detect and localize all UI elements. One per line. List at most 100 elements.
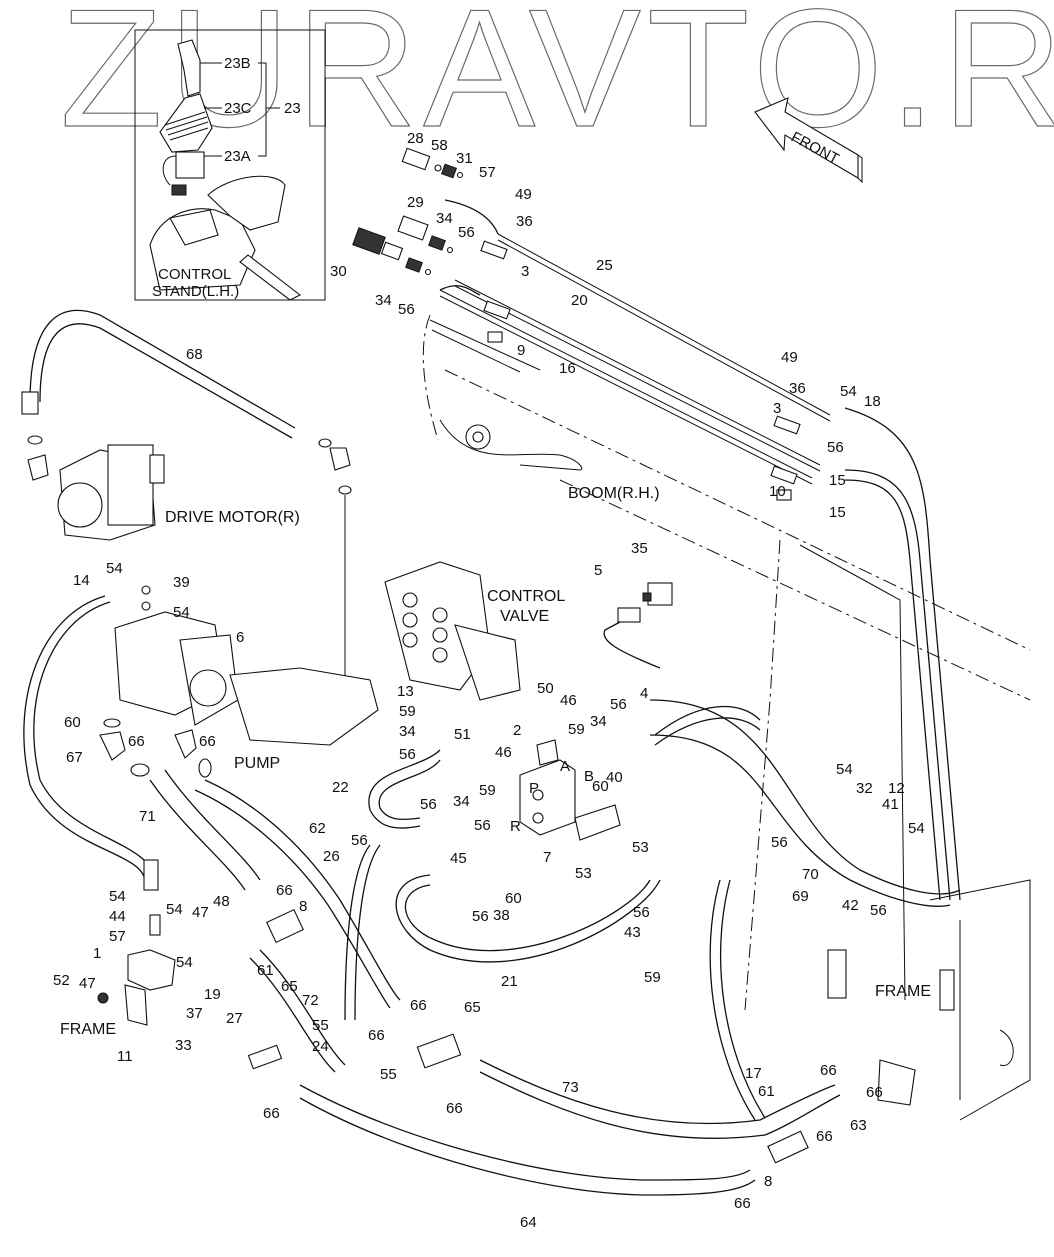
callout-29: 29 xyxy=(407,194,424,211)
callout-35: 35 xyxy=(631,540,648,557)
callout-22: 22 xyxy=(332,779,349,796)
frame-outline: FRAME xyxy=(744,539,1031,1121)
callout-54: 54 xyxy=(109,888,126,905)
joystick-icon xyxy=(159,39,213,196)
pump-label: PUMP xyxy=(234,755,280,772)
callout-56: 56 xyxy=(420,796,437,813)
callout-70: 70 xyxy=(802,866,819,883)
callout-6: 6 xyxy=(236,629,244,646)
callout-66: 66 xyxy=(263,1105,280,1122)
boom-label: BOOM(R.H.) xyxy=(568,485,660,502)
callout-66: 66 xyxy=(446,1100,463,1117)
control-stand-label-line2: STAND(L.H.) xyxy=(152,283,239,300)
callout-50: 50 xyxy=(537,680,554,697)
callout-3: 3 xyxy=(521,263,529,280)
callout-41: 41 xyxy=(882,796,899,813)
control-valve-assembly: CONTROL VALVE xyxy=(384,561,565,701)
callout-38: 38 xyxy=(493,907,510,924)
callout-54: 54 xyxy=(836,761,853,778)
callout-12: 12 xyxy=(888,780,905,797)
drive-motor-label: DRIVE MOTOR(R) xyxy=(165,509,300,526)
callout-7: 7 xyxy=(543,849,551,866)
callout-54: 54 xyxy=(166,901,183,918)
callout-34: 34 xyxy=(399,723,416,740)
callout-60: 60 xyxy=(505,890,522,907)
callout-36: 36 xyxy=(516,213,533,230)
callout-56: 56 xyxy=(827,439,844,456)
callout-66: 66 xyxy=(128,733,145,750)
callout-37: 37 xyxy=(186,1005,203,1022)
pump-assembly: PUMP xyxy=(23,585,379,891)
callout-52: 52 xyxy=(53,972,70,989)
callout-23b: 23B xyxy=(224,55,251,72)
callout-23c: 23C xyxy=(224,100,252,117)
port-label-b: B xyxy=(584,768,594,785)
callout-66: 66 xyxy=(368,1027,385,1044)
callout-8: 8 xyxy=(764,1173,772,1190)
callout-63: 63 xyxy=(850,1117,867,1134)
callout-62: 62 xyxy=(309,820,326,837)
callout-46: 46 xyxy=(560,692,577,709)
callout-57: 57 xyxy=(109,928,126,945)
callout-32: 32 xyxy=(856,780,873,797)
callout-20: 20 xyxy=(571,292,588,309)
callout-66: 66 xyxy=(199,733,216,750)
callout-4: 4 xyxy=(640,685,648,702)
callout-72: 72 xyxy=(302,992,319,1009)
boom-tubes xyxy=(439,199,831,485)
callout-66: 66 xyxy=(276,882,293,899)
callout-25: 25 xyxy=(596,257,613,274)
callout-61: 61 xyxy=(758,1083,775,1100)
callout-9: 9 xyxy=(517,342,525,359)
callout-28: 28 xyxy=(407,130,424,147)
port-label-a: A xyxy=(560,758,570,775)
callout-53: 53 xyxy=(575,865,592,882)
callout-55: 55 xyxy=(380,1066,397,1083)
manifold-block: A P B R xyxy=(510,705,761,841)
callout-57: 57 xyxy=(479,164,496,181)
callout-60: 60 xyxy=(592,778,609,795)
callout-66: 66 xyxy=(734,1195,751,1212)
callout-66: 66 xyxy=(866,1084,883,1101)
callout-61: 61 xyxy=(257,962,274,979)
callout-66: 66 xyxy=(410,997,427,1014)
electrical-parts xyxy=(603,582,673,669)
bottom-left-block: FRAME xyxy=(60,914,176,1038)
callout-65: 65 xyxy=(281,978,298,995)
callout-54: 54 xyxy=(176,954,193,971)
callout-54: 54 xyxy=(106,560,123,577)
callout-42: 42 xyxy=(842,897,859,914)
callout-56: 56 xyxy=(610,696,627,713)
watermark: ZURAVTO.RU xyxy=(59,0,1054,163)
frame-label-left: FRAME xyxy=(60,1021,116,1038)
callout-23: 23 xyxy=(284,100,301,117)
callout-56: 56 xyxy=(398,301,415,318)
callout-45: 45 xyxy=(450,850,467,867)
callout-56: 56 xyxy=(633,904,650,921)
callout-47: 47 xyxy=(192,904,209,921)
callout-53: 53 xyxy=(632,839,649,856)
control-valve-label-1: CONTROL xyxy=(487,588,565,605)
callout-71: 71 xyxy=(139,808,156,825)
callout-31: 31 xyxy=(456,150,473,167)
callout-33: 33 xyxy=(175,1037,192,1054)
callout-64: 64 xyxy=(520,1214,537,1231)
port-label-r: R xyxy=(510,818,521,835)
callout-55: 55 xyxy=(312,1017,329,1034)
callout-5: 5 xyxy=(594,562,602,579)
callout-18: 18 xyxy=(864,393,881,410)
callout-60: 60 xyxy=(64,714,81,731)
callout-56: 56 xyxy=(399,746,416,763)
callout-11: 11 xyxy=(117,1048,133,1065)
callout-73: 73 xyxy=(562,1079,579,1096)
callout-43: 43 xyxy=(624,924,641,941)
callout-51: 51 xyxy=(454,726,471,743)
callout-56: 56 xyxy=(870,902,887,919)
callout-30: 30 xyxy=(330,263,347,280)
right-hoses xyxy=(649,407,961,907)
lower-hoses xyxy=(149,749,841,1196)
callout-59: 59 xyxy=(568,721,585,738)
callout-34: 34 xyxy=(436,210,453,227)
callout-19: 19 xyxy=(204,986,221,1003)
callout-23a: 23A xyxy=(224,148,251,165)
